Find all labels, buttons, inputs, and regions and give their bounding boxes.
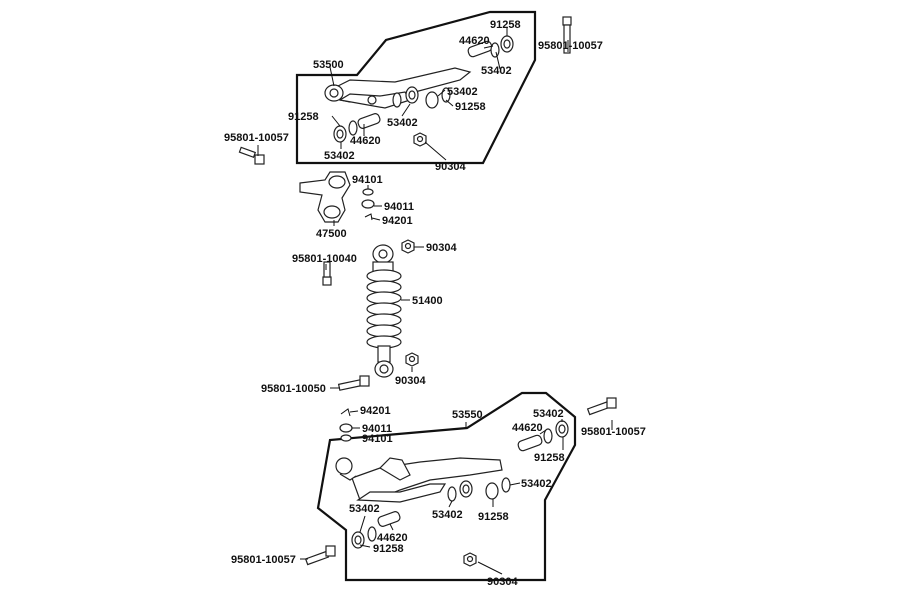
label-upper-bearing-right: 53402 <box>481 65 512 77</box>
label-cotter-upper: 94201 <box>382 215 413 227</box>
label-knuckle: 47500 <box>316 228 347 240</box>
lower-bushing-left <box>351 511 401 549</box>
shock-absorber <box>366 244 402 378</box>
label-lower-seal-left: 91258 <box>373 543 404 555</box>
label-upper-bearing-mid: 53402 <box>447 86 478 98</box>
label-lower-bearing-right: 53402 <box>533 408 564 420</box>
label-lower-seal-mid: 91258 <box>478 511 509 523</box>
nut-lower <box>463 552 477 567</box>
label-upper-seal-left: 91258 <box>288 111 319 123</box>
label-nut-lower: 90304 <box>487 576 518 588</box>
label-upper-bearing-left: 53402 <box>324 150 355 162</box>
lower-bushing-right <box>517 420 569 452</box>
label-nut-shock-top: 90304 <box>426 242 457 254</box>
label-pin-nut-lower: 94101 <box>362 433 393 445</box>
label-upper-collar-left: 44620 <box>350 135 381 147</box>
bolt-lower-left <box>304 545 336 566</box>
label-upper-seal-mid: 91258 <box>455 101 486 113</box>
nut-shock-top <box>401 239 415 254</box>
label-nut-shock-bottom: 90304 <box>395 375 426 387</box>
label-shock: 51400 <box>412 295 443 307</box>
label-pin-nut-upper: 94101 <box>352 174 383 186</box>
bolt-upper-left <box>238 146 265 165</box>
lower-bushing-middle <box>447 477 511 502</box>
label-upper-collar-right: 44620 <box>459 35 490 47</box>
label-bolt-shock-bottom: 95801-10050 <box>261 383 326 395</box>
label-lower-collar-left: 44620 <box>377 532 408 544</box>
bolt-shock-bottom <box>337 375 370 391</box>
label-bolt-lower-right: 95801-10057 <box>581 426 646 438</box>
bolt-top-right <box>562 16 572 54</box>
label-washer-upper: 94011 <box>384 201 414 213</box>
label-cotter-lower: 94201 <box>360 405 391 417</box>
label-upper-seal-right: 91258 <box>490 19 521 31</box>
label-lower-arm: 53550 <box>452 409 483 421</box>
steering-knuckle <box>299 171 351 223</box>
nut-shock-bottom <box>405 352 419 367</box>
label-washer-lower: 94011 <box>362 423 392 435</box>
pin-nut-lower <box>339 408 353 442</box>
label-bolt-upper-left: 95801-10057 <box>224 132 289 144</box>
nut-upper <box>413 132 427 147</box>
pin-nut-upper <box>361 188 375 221</box>
bolt-shock-top <box>322 261 332 286</box>
label-bolt-shock-top: 95801-10040 <box>292 253 357 265</box>
label-bolt-lower-left: 95801-10057 <box>231 554 296 566</box>
lower-a-arm <box>335 457 503 503</box>
lower-arm-group-outline <box>316 391 577 582</box>
label-nut-upper: 90304 <box>435 161 466 173</box>
upper-a-arm <box>324 67 472 109</box>
upper-arm-group-outline <box>295 10 537 165</box>
leader-lines <box>257 28 613 575</box>
label-lower-bearing-left: 53402 <box>349 503 380 515</box>
label-upper-bearing-lower: 53402 <box>387 117 418 129</box>
label-bolt-top-right: 95801-10057 <box>538 40 603 52</box>
label-lower-bearing-mid: 53402 <box>521 478 552 490</box>
label-upper-arm: 53500 <box>313 59 344 71</box>
bolt-lower-right <box>586 397 617 416</box>
label-lower-seal-right: 91258 <box>534 452 565 464</box>
label-lower-bearing-lower: 53402 <box>432 509 463 521</box>
label-lower-collar-right: 44620 <box>512 422 543 434</box>
